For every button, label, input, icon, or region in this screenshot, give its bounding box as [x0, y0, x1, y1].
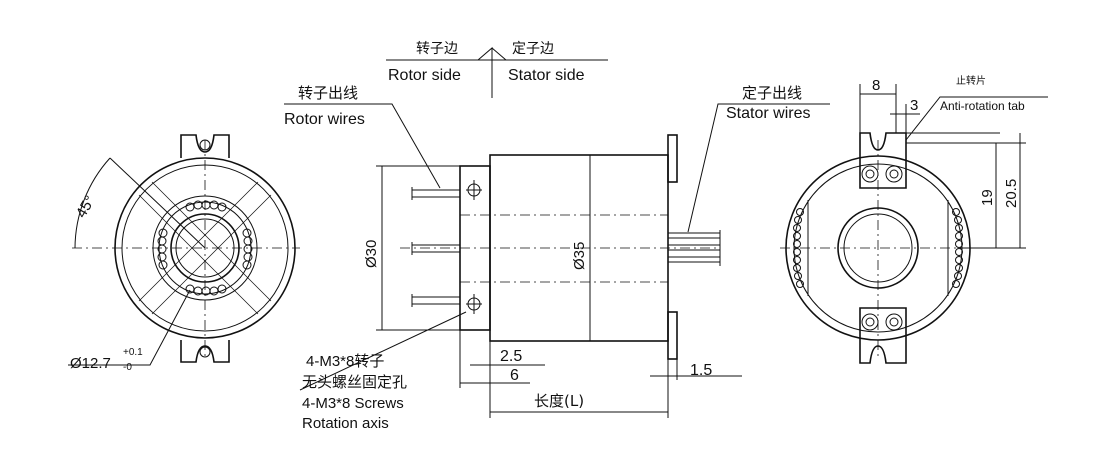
length-label: 长度(L) — [534, 392, 584, 410]
dim-8: 8 — [872, 77, 880, 94]
rotor-wires-label: Rotor wires — [284, 111, 365, 128]
anti-rotation-cn: 止转片 — [956, 74, 986, 87]
bore-dimension: Ø12.7 — [70, 355, 111, 372]
dim-19: 19 — [979, 189, 996, 206]
rotor-wires-cn: 转子出线 — [298, 84, 358, 102]
bore-tolerance-upper: +0.1 — [123, 347, 143, 358]
dim-6: 6 — [510, 367, 519, 384]
brush-beads-right — [793, 208, 963, 288]
rotor-side-cn: 转子边 — [416, 41, 458, 57]
top-mount-tab — [180, 134, 230, 158]
side-view — [284, 46, 830, 418]
screws-label: 4-M3*8 Screws — [302, 395, 404, 412]
rotor-wires — [411, 187, 460, 307]
rotor-side-label: Rotor side — [388, 67, 461, 84]
rotation-axis-label: Rotation axis — [302, 415, 389, 432]
stator-wires — [668, 230, 721, 266]
dim-1-5: 1.5 — [690, 362, 712, 379]
angle-label: 45° — [73, 193, 99, 221]
stator-tab-bottom — [667, 311, 678, 360]
right-end-view — [780, 84, 1048, 364]
stator-wires-cn: 定子出线 — [742, 84, 802, 102]
dim-3: 3 — [910, 97, 918, 114]
brush-beads-left — [157, 200, 253, 296]
stator-side-cn: 定子边 — [512, 41, 554, 57]
stator-wires-label: Stator wires — [726, 105, 810, 122]
dim-d30: Ø30 — [363, 240, 380, 268]
dim-2-5: 2.5 — [500, 348, 522, 365]
stator-side-label: Stator side — [508, 67, 585, 84]
screws-cn-2: 无头螺丝固定孔 — [302, 373, 407, 391]
angle-arc — [74, 157, 111, 249]
stator-tab-top — [667, 134, 678, 183]
left-end-view — [68, 134, 300, 366]
bore-tolerance-lower: -0 — [123, 362, 132, 373]
anti-rotation-label: Anti-rotation tab — [940, 99, 1025, 113]
dim-d35: Ø35 — [571, 242, 588, 270]
screws-cn-1: 4-M3*8转子 — [306, 353, 384, 370]
dim-20-5: 20.5 — [1003, 179, 1020, 208]
